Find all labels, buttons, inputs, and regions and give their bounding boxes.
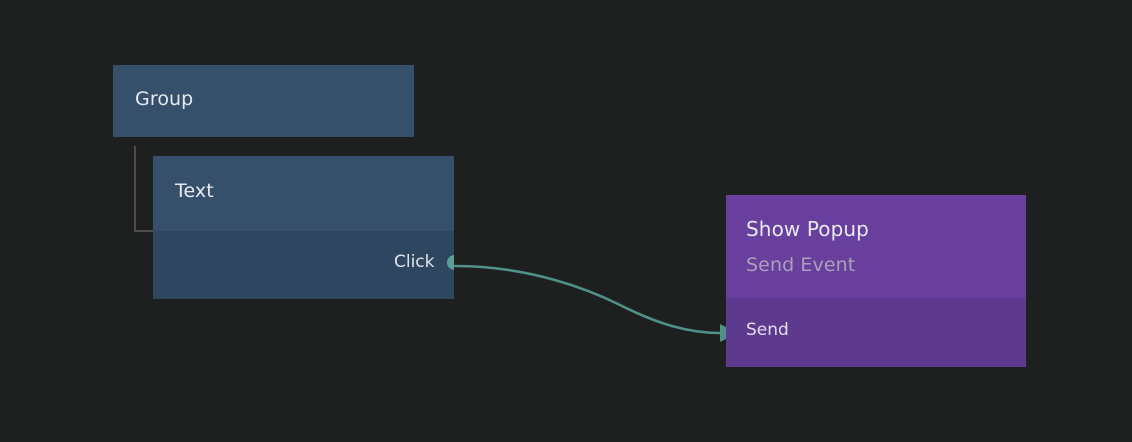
output-port-click[interactable]: Click	[394, 252, 454, 272]
output-port-click-dot[interactable]	[446, 254, 454, 270]
input-port-send[interactable]: Send	[746, 320, 789, 340]
node-show-popup-subtitle: Send Event	[746, 254, 856, 276]
node-text-body: Click	[153, 231, 454, 299]
tree-connector-group-to-text	[134, 146, 154, 232]
node-group-title: Group	[135, 88, 194, 110]
input-port-send-label: Send	[746, 319, 789, 340]
output-port-click-label: Click	[393, 251, 435, 272]
node-show-popup-header[interactable]: Show Popup Send Event	[726, 195, 1026, 298]
node-show-popup[interactable]: Show Popup Send Event Send	[726, 195, 1026, 367]
node-show-popup-body: Send	[726, 298, 1026, 367]
edge-click-to-send	[453, 264, 722, 335]
node-text-title: Text	[175, 180, 214, 202]
node-show-popup-title: Show Popup	[746, 217, 869, 241]
node-group[interactable]: Group	[113, 65, 414, 137]
node-group-header[interactable]: Group	[113, 65, 414, 137]
node-text-header[interactable]: Text	[153, 156, 454, 231]
node-text[interactable]: Text Click	[153, 156, 454, 299]
